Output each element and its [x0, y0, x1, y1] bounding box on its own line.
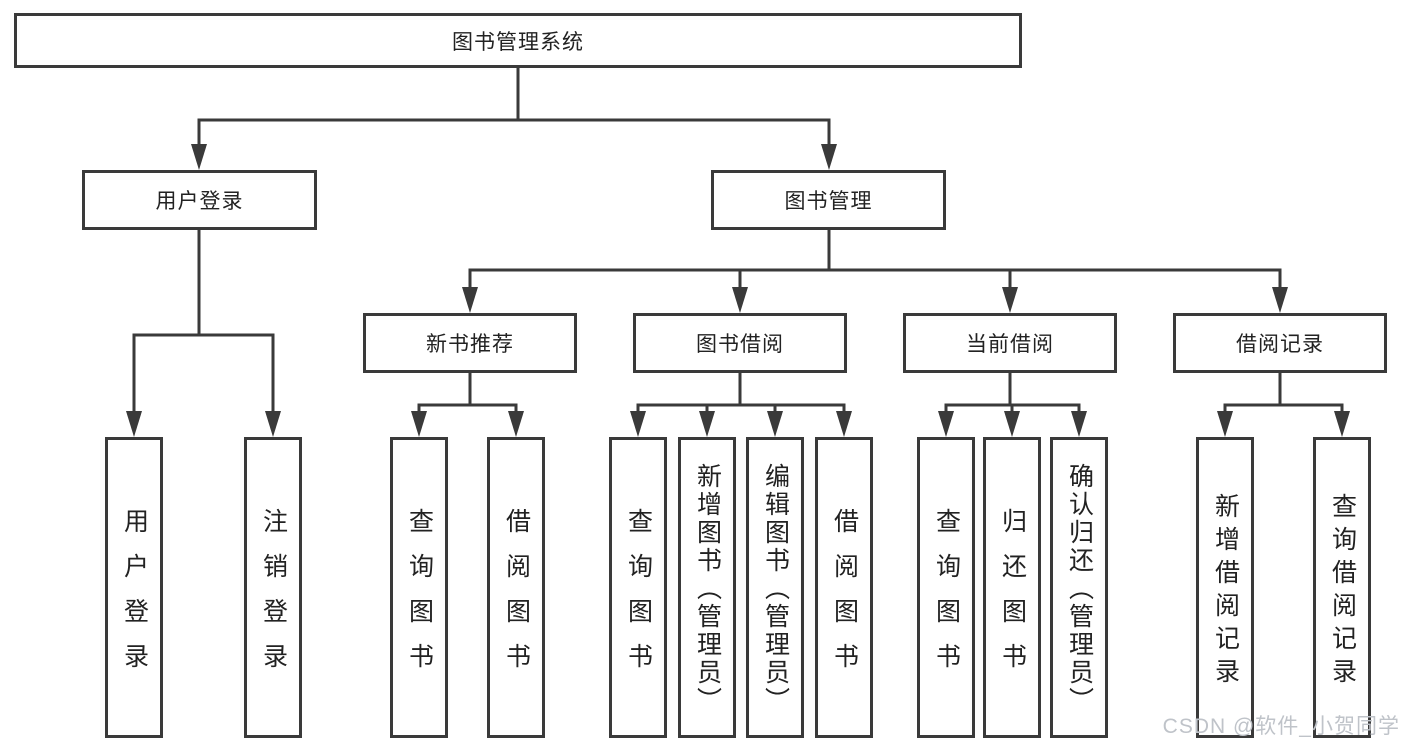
- leaf-logout: 注销登录: [244, 437, 302, 738]
- leaf-query-books: 查询图书: [609, 437, 667, 738]
- node-label: 图书借阅: [696, 333, 784, 356]
- node-label: 图书管理系统: [452, 30, 584, 54]
- node-label: 用户登录: [155, 190, 244, 213]
- arrow-down-icon: [1272, 287, 1288, 313]
- node-new-book-recommend: 新书推荐: [363, 313, 577, 373]
- node-label: 新增图书（管理员）: [693, 463, 722, 715]
- arrow-down-icon: [1217, 411, 1233, 437]
- arrow-down-icon: [1004, 411, 1020, 437]
- arrow-down-icon: [126, 411, 142, 437]
- arrow-down-icon: [699, 411, 715, 437]
- arrow-down-icon: [938, 411, 954, 437]
- leaf-borrow-books: 借阅图书: [815, 437, 873, 738]
- leaf-confirm-return-admin: 确认归还（管理员）: [1050, 437, 1108, 738]
- node-label: 查询图书: [624, 507, 653, 688]
- leaf-borrow-books: 借阅图书: [487, 437, 545, 738]
- leaf-add-books-admin: 新增图书（管理员）: [678, 437, 736, 738]
- node-library-management-system: 图书管理系统: [14, 13, 1022, 68]
- node-label: 借阅图书: [502, 507, 531, 688]
- node-label: 借阅记录: [1236, 333, 1324, 356]
- node-book-borrow: 图书借阅: [633, 313, 847, 373]
- arrow-down-icon: [411, 411, 427, 437]
- node-user-login: 用户登录: [82, 170, 317, 230]
- arrow-down-icon: [1002, 287, 1018, 313]
- arrow-down-icon: [836, 411, 852, 437]
- leaf-query-books: 查询图书: [390, 437, 448, 738]
- node-label: 归还图书: [998, 507, 1027, 688]
- node-label: 新书推荐: [426, 333, 514, 356]
- arrow-down-icon: [1071, 411, 1087, 437]
- node-label: 查询借阅记录: [1328, 492, 1357, 691]
- leaf-query-borrow-record: 查询借阅记录: [1313, 437, 1371, 738]
- csdn-watermark: CSDN @软件_小贺同学: [1162, 715, 1400, 738]
- node-label: 编辑图书（管理员）: [761, 463, 790, 715]
- node-label: 查询图书: [405, 507, 434, 688]
- node-label: 用户登录: [120, 507, 149, 688]
- arrow-down-icon: [630, 411, 646, 437]
- node-label: 图书管理: [784, 190, 873, 213]
- node-book-management: 图书管理: [711, 170, 946, 230]
- arrow-down-icon: [821, 144, 837, 170]
- node-label: 当前借阅: [966, 333, 1054, 356]
- leaf-edit-books-admin: 编辑图书（管理员）: [746, 437, 804, 738]
- node-current-borrow: 当前借阅: [903, 313, 1117, 373]
- node-label: 借阅图书: [830, 507, 859, 688]
- node-label: 注销登录: [259, 507, 288, 688]
- arrow-down-icon: [732, 287, 748, 313]
- arrow-down-icon: [508, 411, 524, 437]
- arrow-down-icon: [265, 411, 281, 437]
- arrow-down-icon: [462, 287, 478, 313]
- leaf-add-borrow-record: 新增借阅记录: [1196, 437, 1254, 738]
- node-borrow-records: 借阅记录: [1173, 313, 1387, 373]
- node-label: 查询图书: [932, 507, 961, 688]
- node-label: 确认归还（管理员）: [1065, 463, 1094, 715]
- leaf-user-login: 用户登录: [105, 437, 163, 738]
- leaf-query-books: 查询图书: [917, 437, 975, 738]
- arrow-down-icon: [767, 411, 783, 437]
- arrow-down-icon: [1334, 411, 1350, 437]
- node-label: 新增借阅记录: [1211, 492, 1240, 691]
- arrow-down-icon: [191, 144, 207, 170]
- leaf-return-books: 归还图书: [983, 437, 1041, 738]
